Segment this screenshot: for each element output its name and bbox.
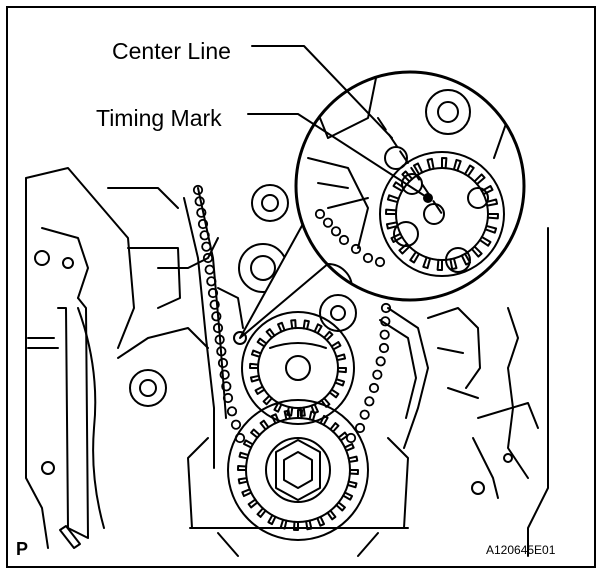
zoom-detail-circle bbox=[294, 70, 526, 302]
center-line-label: Center Line bbox=[112, 38, 231, 64]
crank-pulley bbox=[187, 399, 409, 557]
engine-block-left bbox=[25, 167, 219, 549]
chain-guide-right bbox=[379, 307, 429, 449]
timing-mark-label: Timing Mark bbox=[96, 105, 222, 131]
figure-code: A120645E01 bbox=[486, 543, 556, 557]
engine-block-right bbox=[427, 227, 549, 557]
section-letter: P bbox=[16, 539, 29, 559]
diagram-frame: Center Line Timing Mark P A120645E01 bbox=[6, 6, 596, 568]
crank-sprocket bbox=[241, 311, 355, 425]
timing-chain bbox=[192, 184, 392, 444]
label-leaders bbox=[247, 45, 429, 199]
timing-chain-illustration bbox=[25, 45, 549, 557]
chain-guide-left bbox=[183, 187, 227, 469]
